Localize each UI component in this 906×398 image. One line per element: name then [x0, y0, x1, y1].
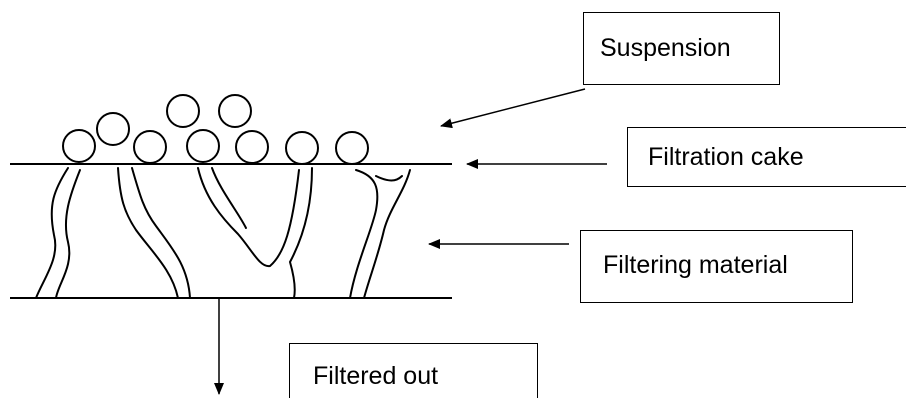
particle: [62, 129, 96, 163]
pore-line: [211, 167, 247, 229]
suspension-label-box: Suspension: [583, 12, 780, 85]
pore-channels: [35, 167, 411, 299]
filtration-cake-label: Filtration cake: [648, 143, 804, 171]
pore-line: [35, 167, 69, 299]
filtered-out-label-box: Filtered out: [289, 343, 538, 398]
suspension-arrow: [440, 88, 586, 129]
filtration-cake-label-box: Filtration cake: [627, 127, 906, 187]
filtering-material-label-box: Filtering material: [580, 230, 853, 303]
suspension-label: Suspension: [600, 34, 731, 62]
particle: [166, 94, 200, 128]
particle: [285, 131, 319, 165]
particle: [133, 130, 167, 164]
filtered-out-label: Filtered out: [313, 362, 439, 390]
pore-line: [131, 167, 191, 299]
pore-line: [55, 169, 81, 299]
particles: [62, 94, 369, 165]
pore-line: [349, 169, 379, 299]
particle: [218, 94, 252, 128]
particle: [235, 130, 269, 164]
filtering-material-label: Filtering material: [603, 251, 788, 279]
particle: [335, 131, 369, 165]
particle: [186, 129, 220, 163]
pore-line: [375, 175, 403, 182]
pore-line: [288, 167, 313, 299]
pore-line: [117, 167, 179, 299]
pore-line: [197, 167, 300, 268]
particle: [96, 112, 130, 146]
pore-line: [363, 169, 411, 299]
